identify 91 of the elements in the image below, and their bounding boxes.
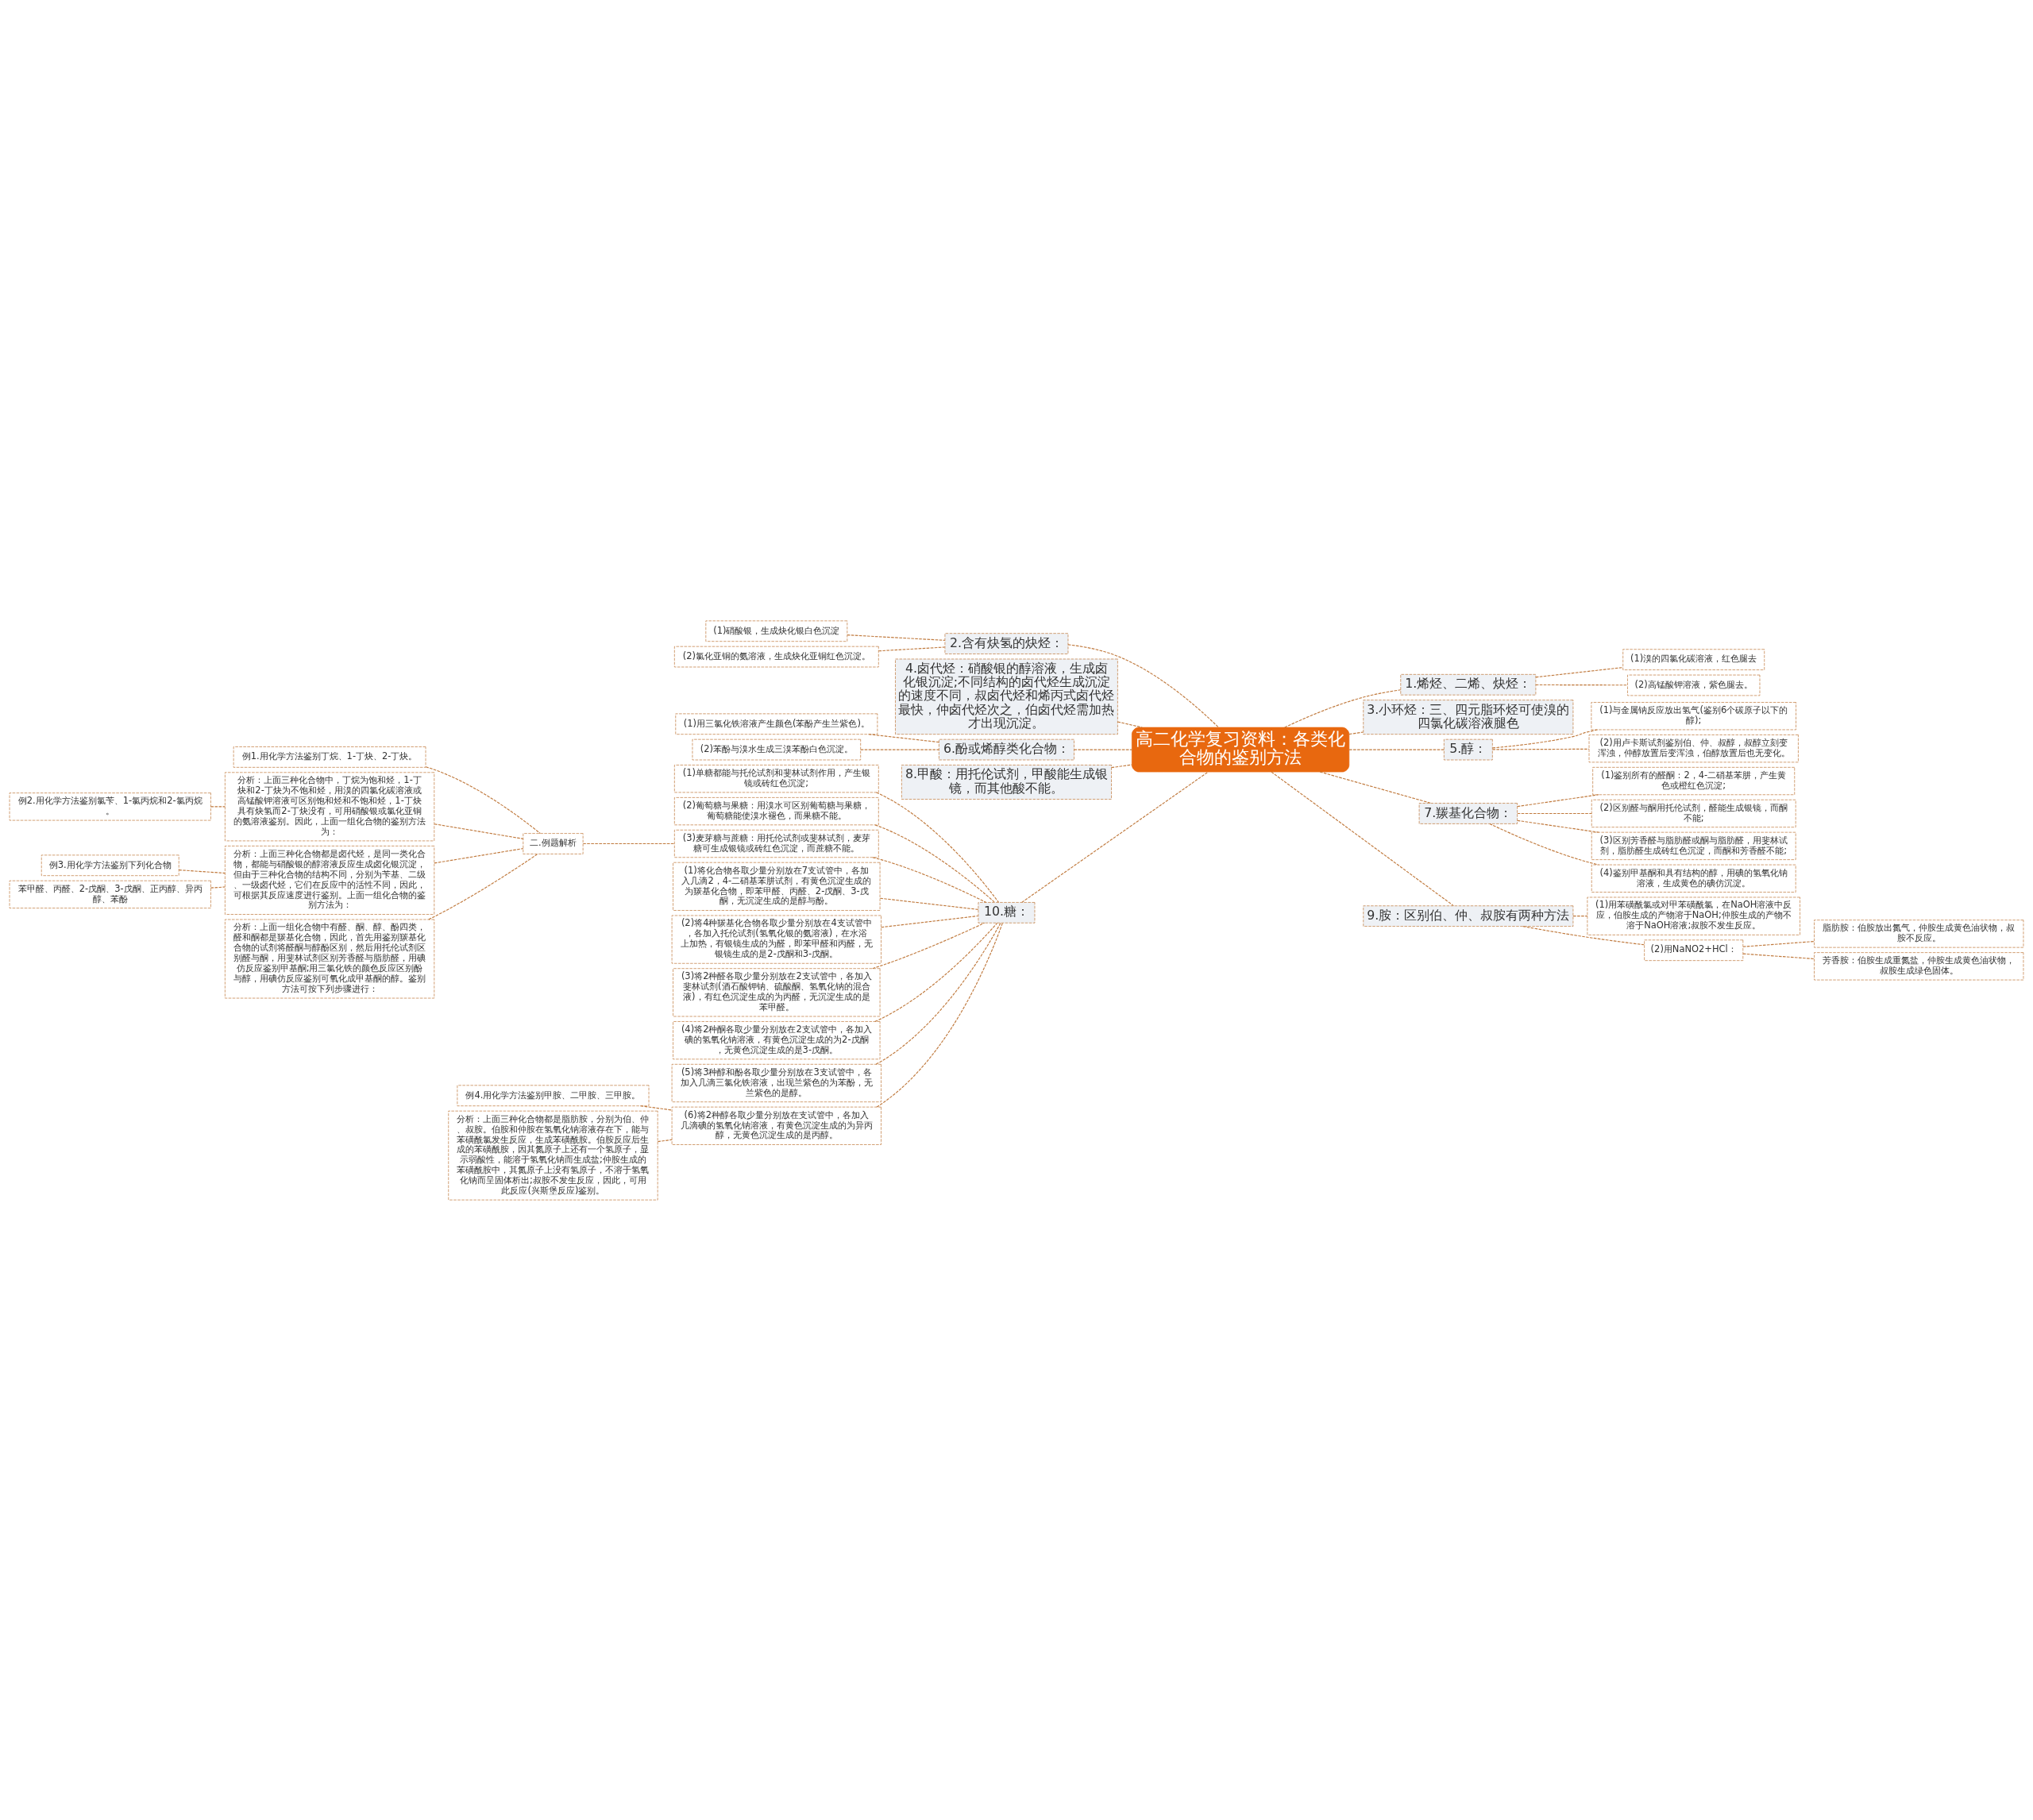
- node-box: (1)与金属钠反应放出氢气(鉴别6个碳原子以下的醇);: [1591, 701, 1796, 730]
- node-box: 芳香胺：伯胺生成重氮盐，仲胺生成黄色油状物，叔胺生成绿色固体。: [1814, 951, 2024, 980]
- node-box: (2)葡萄糖与果糖：用溴水可区别葡萄糖与果糖，葡萄糖能使溴水褪色，而果糖不能。: [674, 796, 879, 825]
- connector: [872, 856, 987, 903]
- connector: [875, 922, 1001, 1065]
- connector: [1522, 925, 1645, 945]
- connector: [872, 922, 986, 969]
- node-box: (5)将3种醇和酚各取少量分别放在3支试管中，各加入几滴三氯化铁溶液，出现兰紫色的为苯酚，无兰紫色的是醇。: [671, 1063, 881, 1102]
- node-box: 分析：上面三种化合物都是卤代烃，是同一类化合物，都能与硝酸银的醇溶液反应生成卤化银沉淀，但由于三种化合物的结构不同，分别为苄基、二级、一级卤代烃，它们在反应中的活性不同，因此，可根据其反应速度进行鉴别。上面一组化合物的鉴别方法为：: [225, 845, 435, 915]
- node-box: 例3.用化学方法鉴别下列化合物: [41, 854, 179, 876]
- connector: [874, 922, 998, 1022]
- node-box: (1)将化合物各取少量分别放在7支试管中，各加入几滴2，4-二硝基苯肼试剂，有黄色沉淀生成的为羰基化合物，即苯甲醛、丙醛、2-戊酮、3-戊酮，无沉淀生成的是醇与酚。: [673, 862, 881, 911]
- connector: [1117, 720, 1143, 728]
- node-box: 例1.用化学方法鉴别丁烷、1-丁炔、2-丁炔。: [233, 746, 426, 768]
- connector: [1535, 684, 1628, 685]
- connector: [428, 853, 538, 920]
- connector: [1284, 688, 1402, 728]
- connector: [876, 922, 1003, 1108]
- node-box: 6.酚或烯醇类化合物：: [939, 738, 1074, 760]
- connector: [657, 1139, 673, 1142]
- node-box: 分析：上面一组化合物中有醛、酮、醇、酚四类，醛和酮都是羰基化合物，因此，首先用鉴别羰基化合物的试剂将醛酮与醇酚区别，然后用托伦试剂区别醛与酮，用斐林试剂区别芳香醛与脂肪醛，用碘仿反应鉴别甲基酮;用三氯化铁的颜色反应区别酚与醇，用碘仿反应鉴别可氧化成甲基酮的醇。鉴别方法可按下列步骤进行：: [225, 919, 435, 998]
- connector: [1742, 953, 1815, 959]
- connector: [1535, 666, 1624, 677]
- node-box: 4.卤代烃：硝酸银的醇溶液，生成卤化银沉淀;不同结构的卤代烃生成沉淀的速度不同，叔卤代烃和烯丙式卤代烃最快，仲卤代烃次之，伯卤代烃需加热才出现沉淀。: [895, 658, 1118, 735]
- node-box: 高二化学复习资料：各类化合物的鉴别方法: [1132, 727, 1350, 772]
- connector: [1074, 749, 1132, 750]
- node-box: 9.胺：区别伯、仲、叔胺有两种方法: [1363, 904, 1574, 927]
- node-box: (2)用NaNO2+HCl：: [1644, 939, 1744, 961]
- node-box: (1)用苯磺酰氯或对甲苯磺酰氯，在NaOH溶液中反应，伯胺生成的产物溶于NaOH;仲胺生成的产物不溶于NaOH溶液;叔胺不发生反应。: [1587, 897, 1800, 935]
- connector: [1110, 764, 1132, 768]
- node-box: 脂肪胺：伯胺放出氮气，仲胺生成黄色油状物，叔胺不反应。: [1814, 919, 2024, 947]
- connector: [1492, 728, 1599, 748]
- connector: [1517, 793, 1599, 807]
- node-box: (4)将2种酮各取少量分别放在2支试管中，各加入碘的氢氧化钠溶液，有黄色沉淀生成的为2-戊酮，无黄色沉淀生成的是3-戊酮。: [673, 1020, 881, 1059]
- connector: [1067, 643, 1219, 727]
- connector: [1348, 749, 1445, 750]
- node-box: 1.烯烃、二烯、炔烃：: [1400, 673, 1537, 696]
- connector: [860, 749, 939, 750]
- node-box: 苯甲醛、丙醛、2-戊酮、3-戊酮、正丙醇、异丙醇、苯酚: [9, 880, 211, 908]
- node-box: (1)溴的四氯化碳溶液，红色腿去: [1622, 648, 1765, 670]
- node-box: (1)用三氯化铁溶液产生颜色(苯酚产生兰紫色)。: [675, 713, 878, 735]
- connector: [1271, 771, 1454, 906]
- connector: [1021, 771, 1209, 903]
- connector: [1517, 819, 1599, 833]
- node-box: (2)高锰酸钾溶液，紫色腿去。: [1627, 674, 1761, 696]
- node-box: (6)将2种醇各取少量分别放在支试管中，各加入几滴碘的氢氧化钠溶液，有黄色沉淀生成的为异丙醇，无黄色沉淀生成的是丙醇。: [671, 1106, 881, 1145]
- node-box: (2)苯酚与溴水生成三溴苯酚白色沉淀。: [692, 738, 862, 760]
- node-box: 5.醇：: [1443, 738, 1493, 760]
- connector: [210, 805, 226, 807]
- node-box: (1)单糖都能与托伦试剂和斐林试剂作用，产生银镜或砖红色沉淀;: [674, 764, 879, 792]
- node-box: (2)区别醛与酮用托伦试剂，醛能生成银镜，而酮不能;: [1591, 799, 1796, 827]
- connector: [178, 869, 226, 873]
- connector: [1517, 812, 1592, 814]
- node-box: (3)将2种醛各取少量分别放在2支试管中，各加入斐林试剂(酒石酸钾钠、硫酸酮、氢氧化钠的混合液)，有红色沉淀生成的为丙醛，无沉淀生成的是苯甲醛。: [673, 967, 881, 1016]
- node-box: (2)氯化亚铜的氨溶液，生成炔化亚铜红色沉淀。: [674, 646, 879, 667]
- connector: [640, 1105, 673, 1111]
- connector: [425, 765, 541, 834]
- connector: [1319, 771, 1432, 804]
- connector: [1348, 731, 1364, 735]
- connector: [1572, 915, 1588, 916]
- node-box: 分析：上面三种化合物中，丁烷为饱和烃，1-丁炔和2-丁炔为不饱和烃，用溴的四氯化碳溶液或高锰酸钾溶液可区别饱和烃和不饱和烃，1-丁炔具有炔氢而2-丁炔没有，可用硝酸银或氯化亚铜的氨溶液鉴别。因此，上面一组化合物的鉴别方法为：: [225, 771, 435, 841]
- connector: [868, 733, 939, 742]
- connector: [879, 897, 979, 910]
- node-box: 例4.用化学方法鉴别甲胺、二甲胺、三甲胺。: [457, 1085, 650, 1106]
- node-box: 10.糖：: [978, 901, 1036, 923]
- node-box: (1)硝酸银，生成炔化银白色沉淀: [705, 620, 848, 642]
- connector: [210, 885, 226, 889]
- connector: [1742, 940, 1815, 947]
- node-box: (1)鉴别所有的醛酮：2，4-二硝基苯肼，产生黄色或橙红色沉淀;: [1592, 766, 1796, 795]
- node-box: 2.含有炔氢的炔烃：: [944, 632, 1069, 654]
- connector: [434, 847, 524, 863]
- connector: [1491, 748, 1590, 750]
- node-box: (2)用卢卡斯试剂鉴别伯、仲、叔醇，叔醇立刻变浑浊，仲醇放置后变浑浊，伯醇放置后也无变化。: [1588, 734, 1799, 762]
- node-box: 分析：上面三种化合物都是脂肪胺，分别为伯、仲、叔胺。伯胺和仲胺在氢氧化钠溶液存在下，能与苯磺酰氯发生反应，生成苯磺酰胺。伯胺反应后生成的苯磺酰胺，因其氮原子上还有一个氢原子，显示弱酸性，能溶于氢氧化钠而生成盐;仲胺生成的苯磺酰胺中，其氮原子上没有氢原子，不溶于氢氧化钠而呈固体析出;叔胺不发生反应，因此，可用此反应(兴斯堡反应)鉴别。: [448, 1110, 658, 1200]
- node-box: 3.小环烃：三、四元脂环烃可使溴的四氯化碳溶液腿色: [1363, 699, 1574, 735]
- node-box: (3)麦芽糖与蔗糖：用托伦试剂或斐林试剂，麦芽糖可生成银镜或砖红色沉淀，而蔗糖不能。: [674, 829, 879, 858]
- connector: [582, 843, 675, 844]
- node-box: (2)将4种羰基化合物各取少量分别放在4支试管中，各加入托伦试剂(氢氧化银的氨溶液)，在水浴上加热，有银镜生成的为醛，即苯甲醛和丙醛，无银镜生成的是2-戊酮和3-戊酮。: [671, 915, 881, 964]
- connector: [434, 823, 524, 839]
- node-box: 7.羰基化合物：: [1418, 802, 1518, 824]
- node-box: 8.甲酸：用托伦试剂，甲酸能生成银镜，而其他酸不能。: [901, 764, 1112, 800]
- connector: [874, 823, 996, 903]
- connector: [1489, 823, 1599, 866]
- connector: [881, 915, 979, 927]
- connector: [878, 646, 946, 651]
- connector: [847, 634, 946, 641]
- node-box: 例2.用化学方法鉴别氯苄、1-氯丙烷和2-氯丙烷。: [9, 792, 211, 820]
- node-box: (4)鉴别甲基酮和具有结构的醇，用碘的氢氧化钠溶液，生成黄色的碘仿沉淀。: [1591, 864, 1796, 893]
- node-box: (3)区别芳香醛与脂肪醛或酮与脂肪醛，用斐林试剂，脂肪醛生成砖红色沉淀，而酮和芳香醛不能;: [1591, 831, 1796, 860]
- node-box: 二.例题解析: [523, 832, 584, 854]
- connector: [875, 791, 1000, 903]
